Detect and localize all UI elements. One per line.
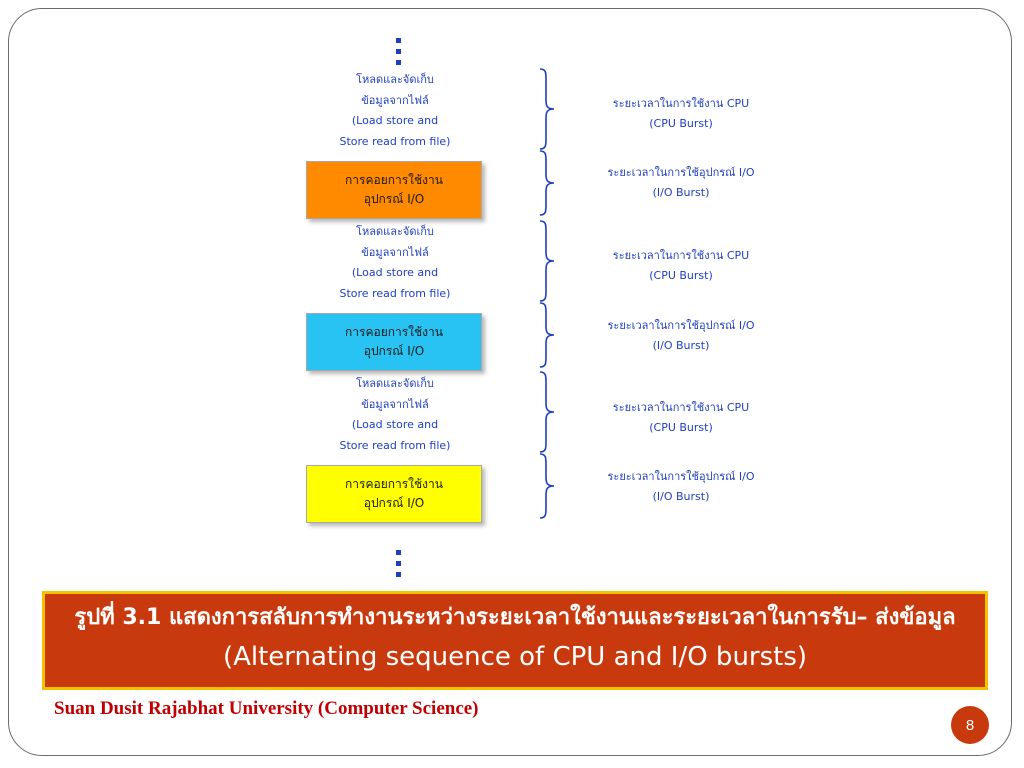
io-wait-text-1: การคอยการใช้งาน <box>345 325 443 339</box>
load-text-thai-2: ข้อมูลจากไฟล์ <box>361 245 429 259</box>
cpu-burst-text-thai: ระยะเวลาในการใช้งาน CPU <box>612 249 750 262</box>
load-text-thai-1: โหลดและจัดเก็บ <box>356 377 434 390</box>
load-text-en-2: Store read from file) <box>339 286 451 300</box>
figure-caption: รูปที่ 3.1 แสดงการสลับการทำงานระหว่างระย… <box>42 591 988 690</box>
io-burst-text-en: (I/O Burst) <box>652 490 710 503</box>
load-block-1: โหลดและจัดเก็บ ข้อมูลจากไฟล์ (Load store… <box>300 70 490 152</box>
cpu-burst-text-en: (CPU Burst) <box>649 421 713 434</box>
io-burst-text-thai: ระยะเวลาในการใช้อุปกรณ์ I/O <box>607 319 755 332</box>
load-text-thai-2: ข้อมูลจากไฟล์ <box>361 93 429 107</box>
load-text-thai-1: โหลดและจัดเก็บ <box>356 73 434 86</box>
cpu-burst-label-1: ระยะเวลาในการใช้งาน CPU (CPU Burst) <box>566 94 796 134</box>
io-burst-text-thai: ระยะเวลาในการใช้อุปกรณ์ I/O <box>607 470 755 483</box>
cpu-burst-text-thai: ระยะเวลาในการใช้งาน CPU <box>612 401 750 414</box>
load-text-en-1: (Load store and <box>351 114 439 127</box>
load-text-en-2: Store read from file) <box>339 438 451 452</box>
io-wait-text-1: การคอยการใช้งาน <box>345 173 443 187</box>
brace-cpu-3 <box>539 371 555 453</box>
load-text-en-2: Store read from file) <box>339 134 451 148</box>
caption-thai: รูปที่ 3.1 แสดงการสลับการทำงานระหว่างระย… <box>74 605 956 630</box>
io-wait-box-yellow: การคอยการใช้งาน อุปกรณ์ I/O <box>306 465 482 523</box>
brace-io-3 <box>539 453 555 519</box>
io-wait-text-1: การคอยการใช้งาน <box>345 477 443 491</box>
io-burst-label-1: ระยะเวลาในการใช้อุปกรณ์ I/O (I/O Burst) <box>566 163 796 203</box>
load-text-thai-1: โหลดและจัดเก็บ <box>356 225 434 238</box>
cpu-burst-text-thai: ระยะเวลาในการใช้งาน CPU <box>612 97 750 110</box>
io-wait-box-orange: การคอยการใช้งาน อุปกรณ์ I/O <box>306 161 482 219</box>
cpu-burst-text-en: (CPU Burst) <box>649 117 713 130</box>
load-text-en-1: (Load store and <box>351 418 439 431</box>
io-wait-box-blue: การคอยการใช้งาน อุปกรณ์ I/O <box>306 313 482 371</box>
load-text-en-1: (Load store and <box>351 266 439 279</box>
io-wait-text-2: อุปกรณ์ I/O <box>363 344 425 358</box>
cpu-burst-label-2: ระยะเวลาในการใช้งาน CPU (CPU Burst) <box>566 246 796 286</box>
io-burst-text-en: (I/O Burst) <box>652 339 710 352</box>
io-burst-text-en: (I/O Burst) <box>652 186 710 199</box>
brace-io-2 <box>539 302 555 368</box>
footer-university: Suan Dusit Rajabhat University (Computer… <box>54 698 479 719</box>
load-block-2: โหลดและจัดเก็บ ข้อมูลจากไฟล์ (Load store… <box>300 222 490 304</box>
slide-frame <box>8 8 1012 756</box>
ellipsis-bottom <box>388 550 408 586</box>
cpu-burst-text-en: (CPU Burst) <box>649 269 713 282</box>
load-block-3: โหลดและจัดเก็บ ข้อมูลจากไฟล์ (Load store… <box>300 374 490 456</box>
ellipsis-top <box>388 38 408 74</box>
cpu-burst-label-3: ระยะเวลาในการใช้งาน CPU (CPU Burst) <box>566 398 796 438</box>
io-burst-label-2: ระยะเวลาในการใช้อุปกรณ์ I/O (I/O Burst) <box>566 316 796 356</box>
page-number: 8 <box>951 706 989 744</box>
io-burst-label-3: ระยะเวลาในการใช้อุปกรณ์ I/O (I/O Burst) <box>566 467 796 507</box>
io-wait-text-2: อุปกรณ์ I/O <box>363 192 425 206</box>
brace-cpu-2 <box>539 220 555 302</box>
brace-cpu-1 <box>539 68 555 150</box>
io-burst-text-thai: ระยะเวลาในการใช้อุปกรณ์ I/O <box>607 166 755 179</box>
brace-io-1 <box>539 150 555 216</box>
load-text-thai-2: ข้อมูลจากไฟล์ <box>361 397 429 411</box>
io-wait-text-2: อุปกรณ์ I/O <box>363 496 425 510</box>
caption-english: (Alternating sequence of CPU and I/O bur… <box>222 642 808 672</box>
